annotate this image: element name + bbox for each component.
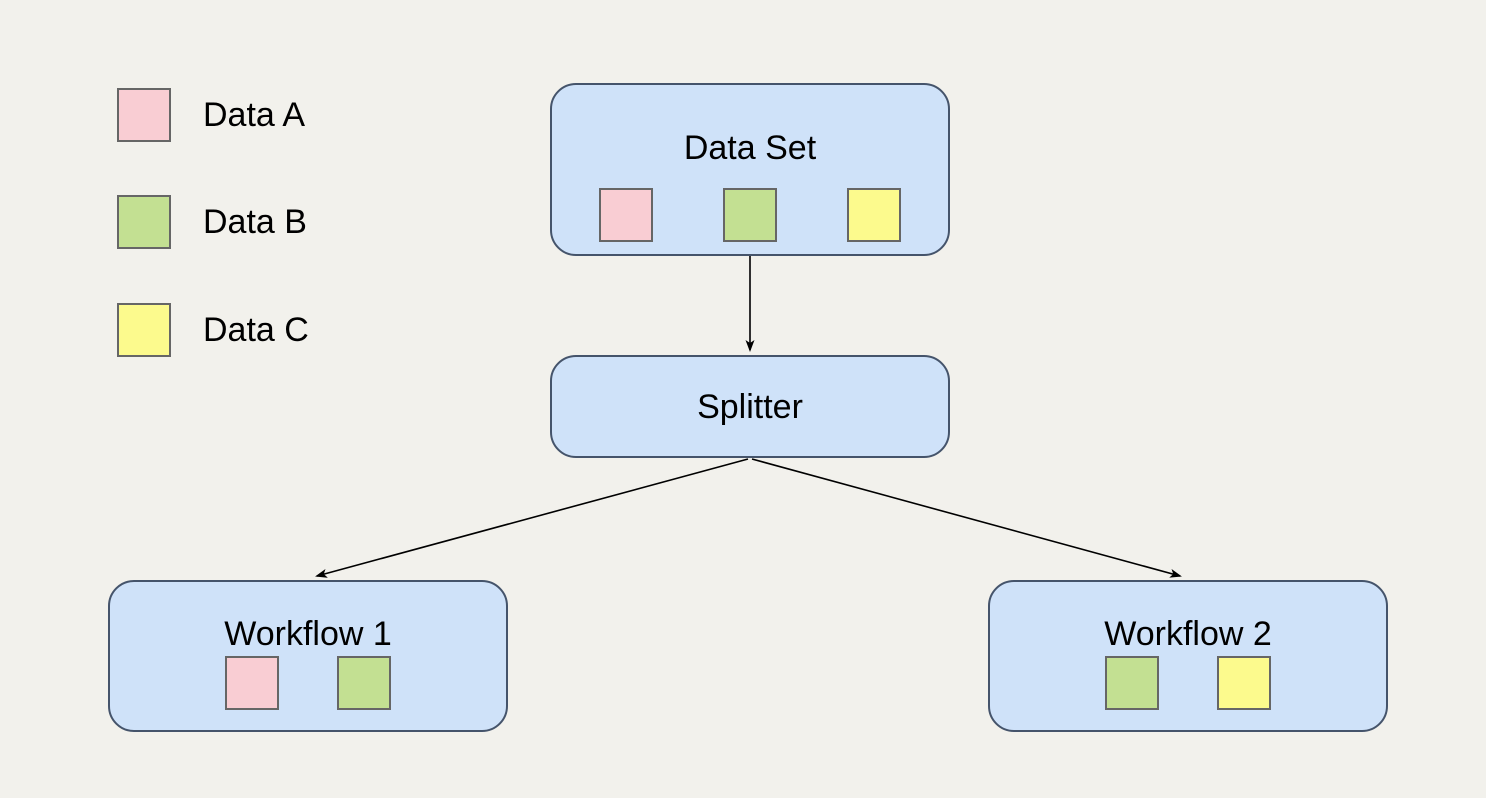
data-b-square-icon bbox=[1105, 656, 1159, 710]
node-splitter-label: Splitter bbox=[697, 387, 803, 426]
data-a-swatch-icon bbox=[117, 88, 171, 142]
data-b-square-icon bbox=[337, 656, 391, 710]
legend-label-data-c: Data C bbox=[203, 310, 309, 349]
node-workflow-1-label: Workflow 1 bbox=[224, 615, 392, 653]
legend-label-data-b: Data B bbox=[203, 202, 307, 241]
data-c-square-icon bbox=[847, 188, 901, 242]
data-b-swatch-icon bbox=[117, 195, 171, 249]
legend-item-data-b: Data B bbox=[117, 195, 307, 249]
data-b-square-icon bbox=[723, 188, 777, 242]
data-c-square-icon bbox=[1217, 656, 1271, 710]
data-a-square-icon bbox=[599, 188, 653, 242]
data-a-square-icon bbox=[225, 656, 279, 710]
node-workflow-2-label: Workflow 2 bbox=[1104, 615, 1272, 653]
node-workflow-2: Workflow 2 bbox=[988, 580, 1388, 732]
data-c-swatch-icon bbox=[117, 303, 171, 357]
legend-item-data-a: Data A bbox=[117, 88, 305, 142]
node-workflow-1: Workflow 1 bbox=[108, 580, 508, 732]
legend-label-data-a: Data A bbox=[203, 95, 306, 134]
node-data-set: Data Set bbox=[550, 83, 950, 256]
node-data-set-squares bbox=[599, 188, 901, 242]
node-workflow-2-squares bbox=[1105, 656, 1271, 710]
node-workflow-1-squares bbox=[225, 656, 391, 710]
node-splitter: Splitter bbox=[550, 355, 950, 458]
edge-splitter-workflow-1 bbox=[315, 458, 749, 578]
node-data-set-label: Data Set bbox=[683, 129, 817, 167]
legend-item-data-c: Data C bbox=[117, 303, 309, 357]
edge-splitter-workflow-2 bbox=[751, 458, 1182, 578]
